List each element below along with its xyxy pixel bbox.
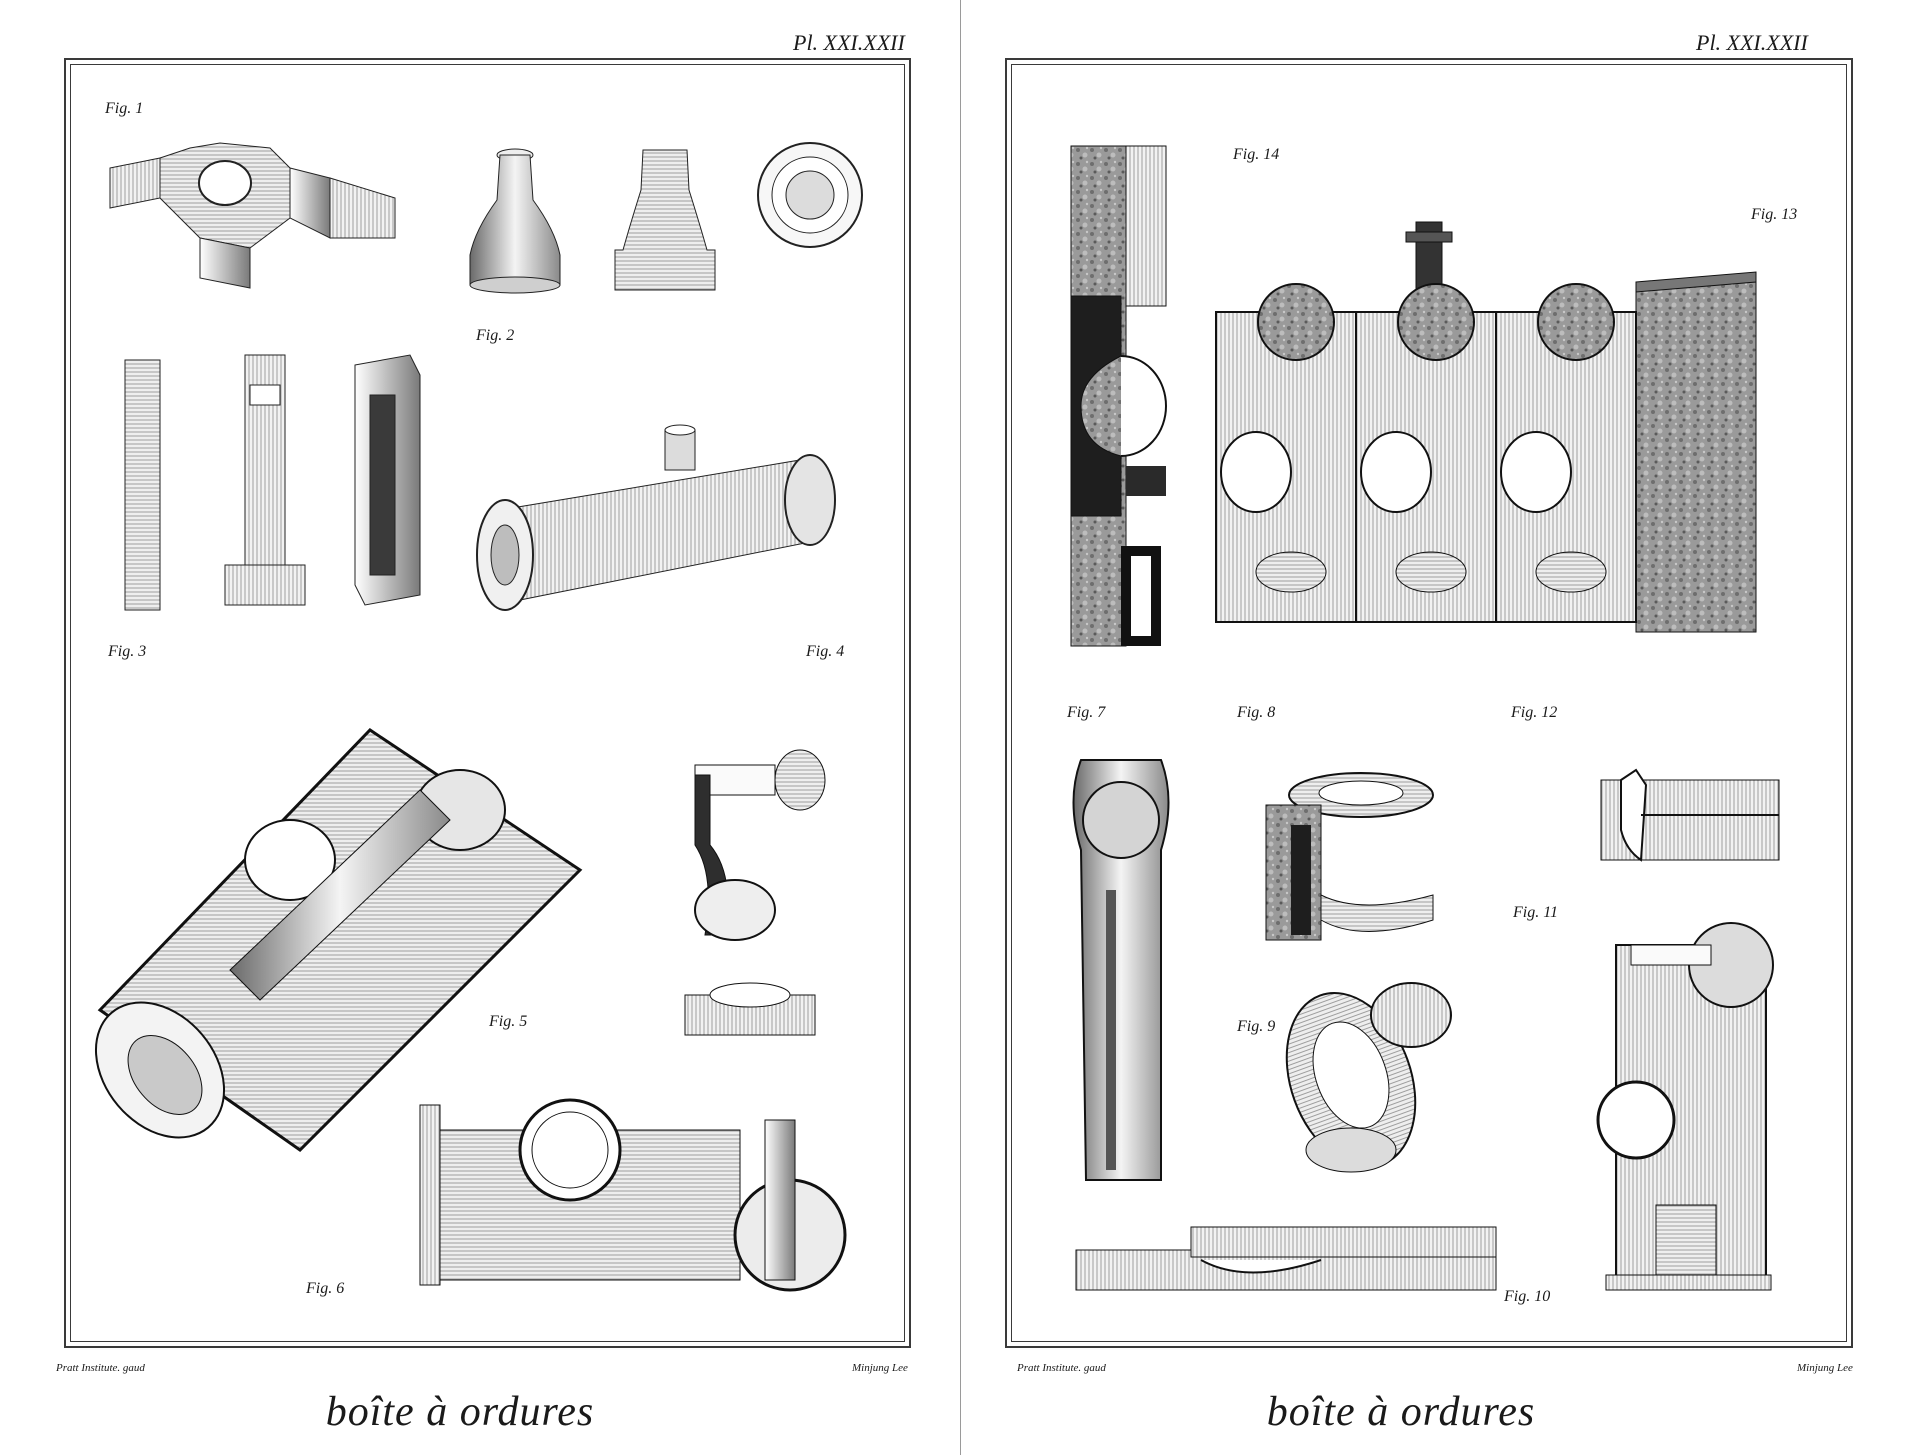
credit-author: Minjung Lee — [1797, 1362, 1853, 1374]
fig-4-cylinder-illustration — [476, 424, 836, 611]
plate-border — [1005, 58, 1853, 1348]
fig-9-label: Fig. 9 — [1237, 1018, 1276, 1035]
fig-10-label: Fig. 10 — [1504, 1288, 1551, 1305]
fig-13-assembly-illustration — [1215, 221, 1757, 633]
fig-2-label: Fig. 2 — [476, 327, 515, 344]
plate-border — [64, 58, 911, 1348]
unit-2 — [1355, 283, 1497, 623]
fig-5-assembly-illustration — [94, 728, 583, 1152]
unit-3 — [1495, 283, 1637, 623]
fig-13-label: Fig. 13 — [1751, 206, 1798, 223]
plate-number: Pl. XXI.XXII — [1696, 30, 1808, 55]
fig-7-column-illustration — [1072, 759, 1170, 1181]
fig-6-label: Fig. 6 — [306, 1280, 345, 1297]
plate-border-inner — [1011, 64, 1847, 1342]
right-plate: Pl. XXI.XXII Fig. 14 Fig. 13 Fig. 7 Fig.… — [960, 0, 1920, 1455]
fig-11-label: Fig. 11 — [1513, 904, 1559, 921]
fig-14-label: Fig. 14 — [1233, 146, 1280, 163]
fig-3-screw-and-bars-illustration — [124, 354, 421, 611]
credit-institution: Pratt Institute. gaud — [56, 1362, 145, 1374]
fig-12-label: Fig. 12 — [1511, 704, 1558, 721]
fig-8-label: Fig. 8 — [1237, 704, 1276, 721]
plate-number: Pl. XXI.XXII — [793, 30, 905, 55]
plate-border-inner — [70, 64, 905, 1342]
plate-title: boîte à ordures — [1266, 1389, 1536, 1435]
fig-2-fitting-illustration — [469, 142, 863, 294]
fig-1-bracket-illustration — [109, 142, 396, 289]
fig-11-unit-illustration — [1596, 922, 1774, 1291]
left-plate: Pl. XXI.XXII Fig. 1 Fig. 2 Fig. 3 Fig. 4… — [56, 30, 911, 1435]
fig-5-label: Fig. 5 — [489, 1013, 528, 1030]
fig-4-label: Fig. 4 — [806, 643, 845, 660]
fig-3-label: Fig. 3 — [108, 643, 147, 660]
fig-12-pipe-illustration — [1600, 768, 1780, 862]
fig-8-ring-fitting-illustration — [1265, 772, 1434, 941]
credit-institution: Pratt Institute. gaud — [1017, 1362, 1106, 1374]
fig-1-label: Fig. 1 — [105, 100, 144, 117]
fig-7-label: Fig. 7 — [1067, 704, 1106, 721]
plate-title: boîte à ordures — [325, 1389, 595, 1435]
unit-1 — [1215, 283, 1357, 623]
fig-10-bar-shape — [1075, 1226, 1497, 1291]
fig-9-assembly-illustration — [1285, 982, 1452, 1173]
credit-author: Minjung Lee — [852, 1362, 908, 1374]
fig-14-section-illustration — [1070, 145, 1167, 647]
fig-6-section-illustration — [419, 1098, 847, 1292]
fig-5-side-fitting-illustration — [684, 749, 826, 1036]
